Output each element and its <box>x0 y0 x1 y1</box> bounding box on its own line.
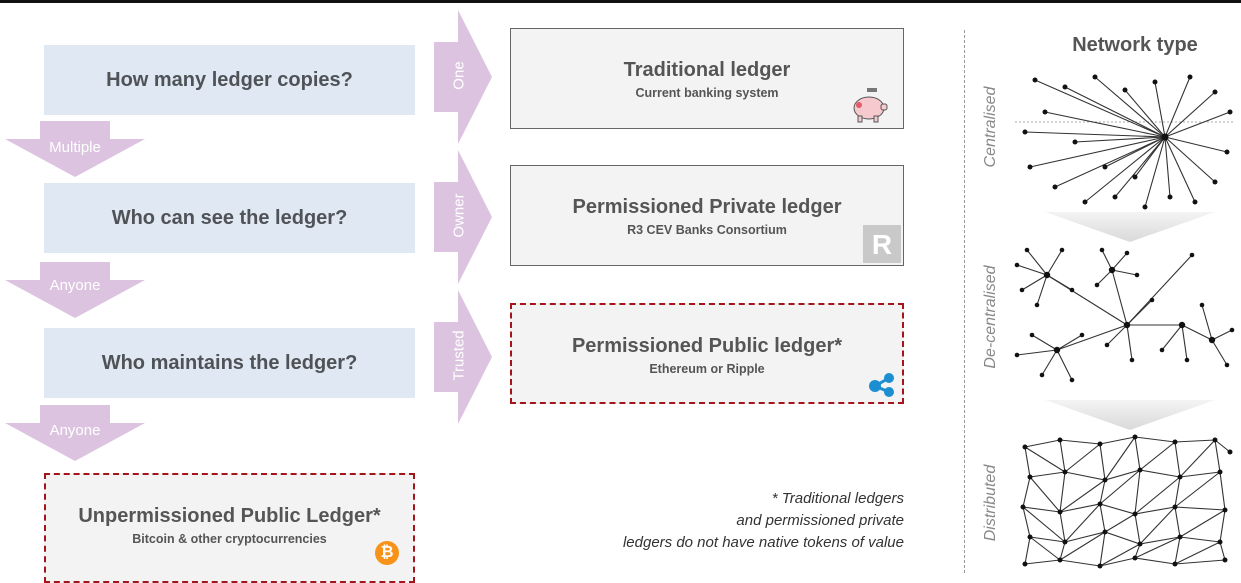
footnote: * Traditional ledgers and permissioned p… <box>520 488 904 554</box>
centralised-network-graphic <box>1015 74 1235 210</box>
network-label-distributed: Distributed <box>982 464 999 542</box>
decentralised-network-graphic <box>1014 247 1235 383</box>
side-arrow-trusted <box>434 290 492 424</box>
network-label-decentralised: De-centralised <box>982 265 999 369</box>
question-label: Who maintains the ledger? <box>101 351 358 374</box>
result-permissioned-public: Permissioned Public ledger* Ethereum or … <box>510 303 904 404</box>
footnote-line: ledgers do not have native tokens of val… <box>622 534 904 551</box>
down-arrow-label: Multiple <box>49 139 101 156</box>
top-rule <box>0 0 1241 3</box>
down-arrow-anyone-2 <box>5 405 145 461</box>
ripple-logo-icon <box>869 373 894 397</box>
side-arrow-owner <box>434 150 492 284</box>
question-label: Who can see the ledger? <box>111 206 348 229</box>
result-permissioned-private: Permissioned Private ledger R3 CEV Banks… <box>510 165 904 266</box>
result-traditional-ledger: Traditional ledger Current banking syste… <box>510 28 904 129</box>
question-label: How many ledger copies? <box>106 68 353 91</box>
r3-logo-icon: R <box>863 225 901 263</box>
down-arrow-label: Anyone <box>49 277 101 294</box>
side-arrow-label: Owner <box>450 193 468 238</box>
result-title: Unpermissioned Public Ledger* <box>78 505 381 527</box>
result-title: Permissioned Public ledger* <box>571 335 843 357</box>
side-arrow-label: Trusted <box>450 330 468 381</box>
r3-logo-letter: R <box>871 229 893 260</box>
bitcoin-logo-icon: ₿ <box>375 541 399 565</box>
question-ledger-copies: How many ledger copies? <box>44 45 415 115</box>
bitcoin-symbol: ₿ <box>380 544 394 561</box>
footnote-line: * Traditional ledgers <box>771 490 904 507</box>
network-down-arrow <box>1045 212 1215 242</box>
result-subtitle: Bitcoin & other cryptocurrencies <box>132 532 327 546</box>
result-subtitle: R3 CEV Banks Consortium <box>627 223 787 237</box>
network-label-centralised: Centralised <box>982 86 999 168</box>
separator-line <box>964 30 965 573</box>
down-arrow-anyone-1 <box>5 262 145 318</box>
side-arrow-label: One <box>450 61 468 90</box>
question-who-maintains: Who maintains the ledger? <box>44 328 415 398</box>
network-type-title: Network type <box>1072 34 1198 56</box>
result-subtitle: Ethereum or Ripple <box>649 362 765 376</box>
down-arrow-multiple <box>5 121 145 177</box>
result-title: Permissioned Private ledger <box>572 196 842 218</box>
result-unpermissioned-public: Unpermissioned Public Ledger* Bitcoin & … <box>44 473 415 583</box>
footnote-line: and permissioned private <box>736 512 904 529</box>
result-subtitle: Current banking system <box>635 86 779 100</box>
question-who-can-see: Who can see the ledger? <box>44 183 415 253</box>
down-arrow-label: Anyone <box>49 422 101 439</box>
piggy-bank-icon <box>853 88 888 123</box>
network-down-arrow <box>1045 400 1215 430</box>
result-title: Traditional ledger <box>623 59 791 81</box>
side-arrow-one <box>434 10 492 144</box>
distributed-network-graphic <box>1020 434 1233 569</box>
